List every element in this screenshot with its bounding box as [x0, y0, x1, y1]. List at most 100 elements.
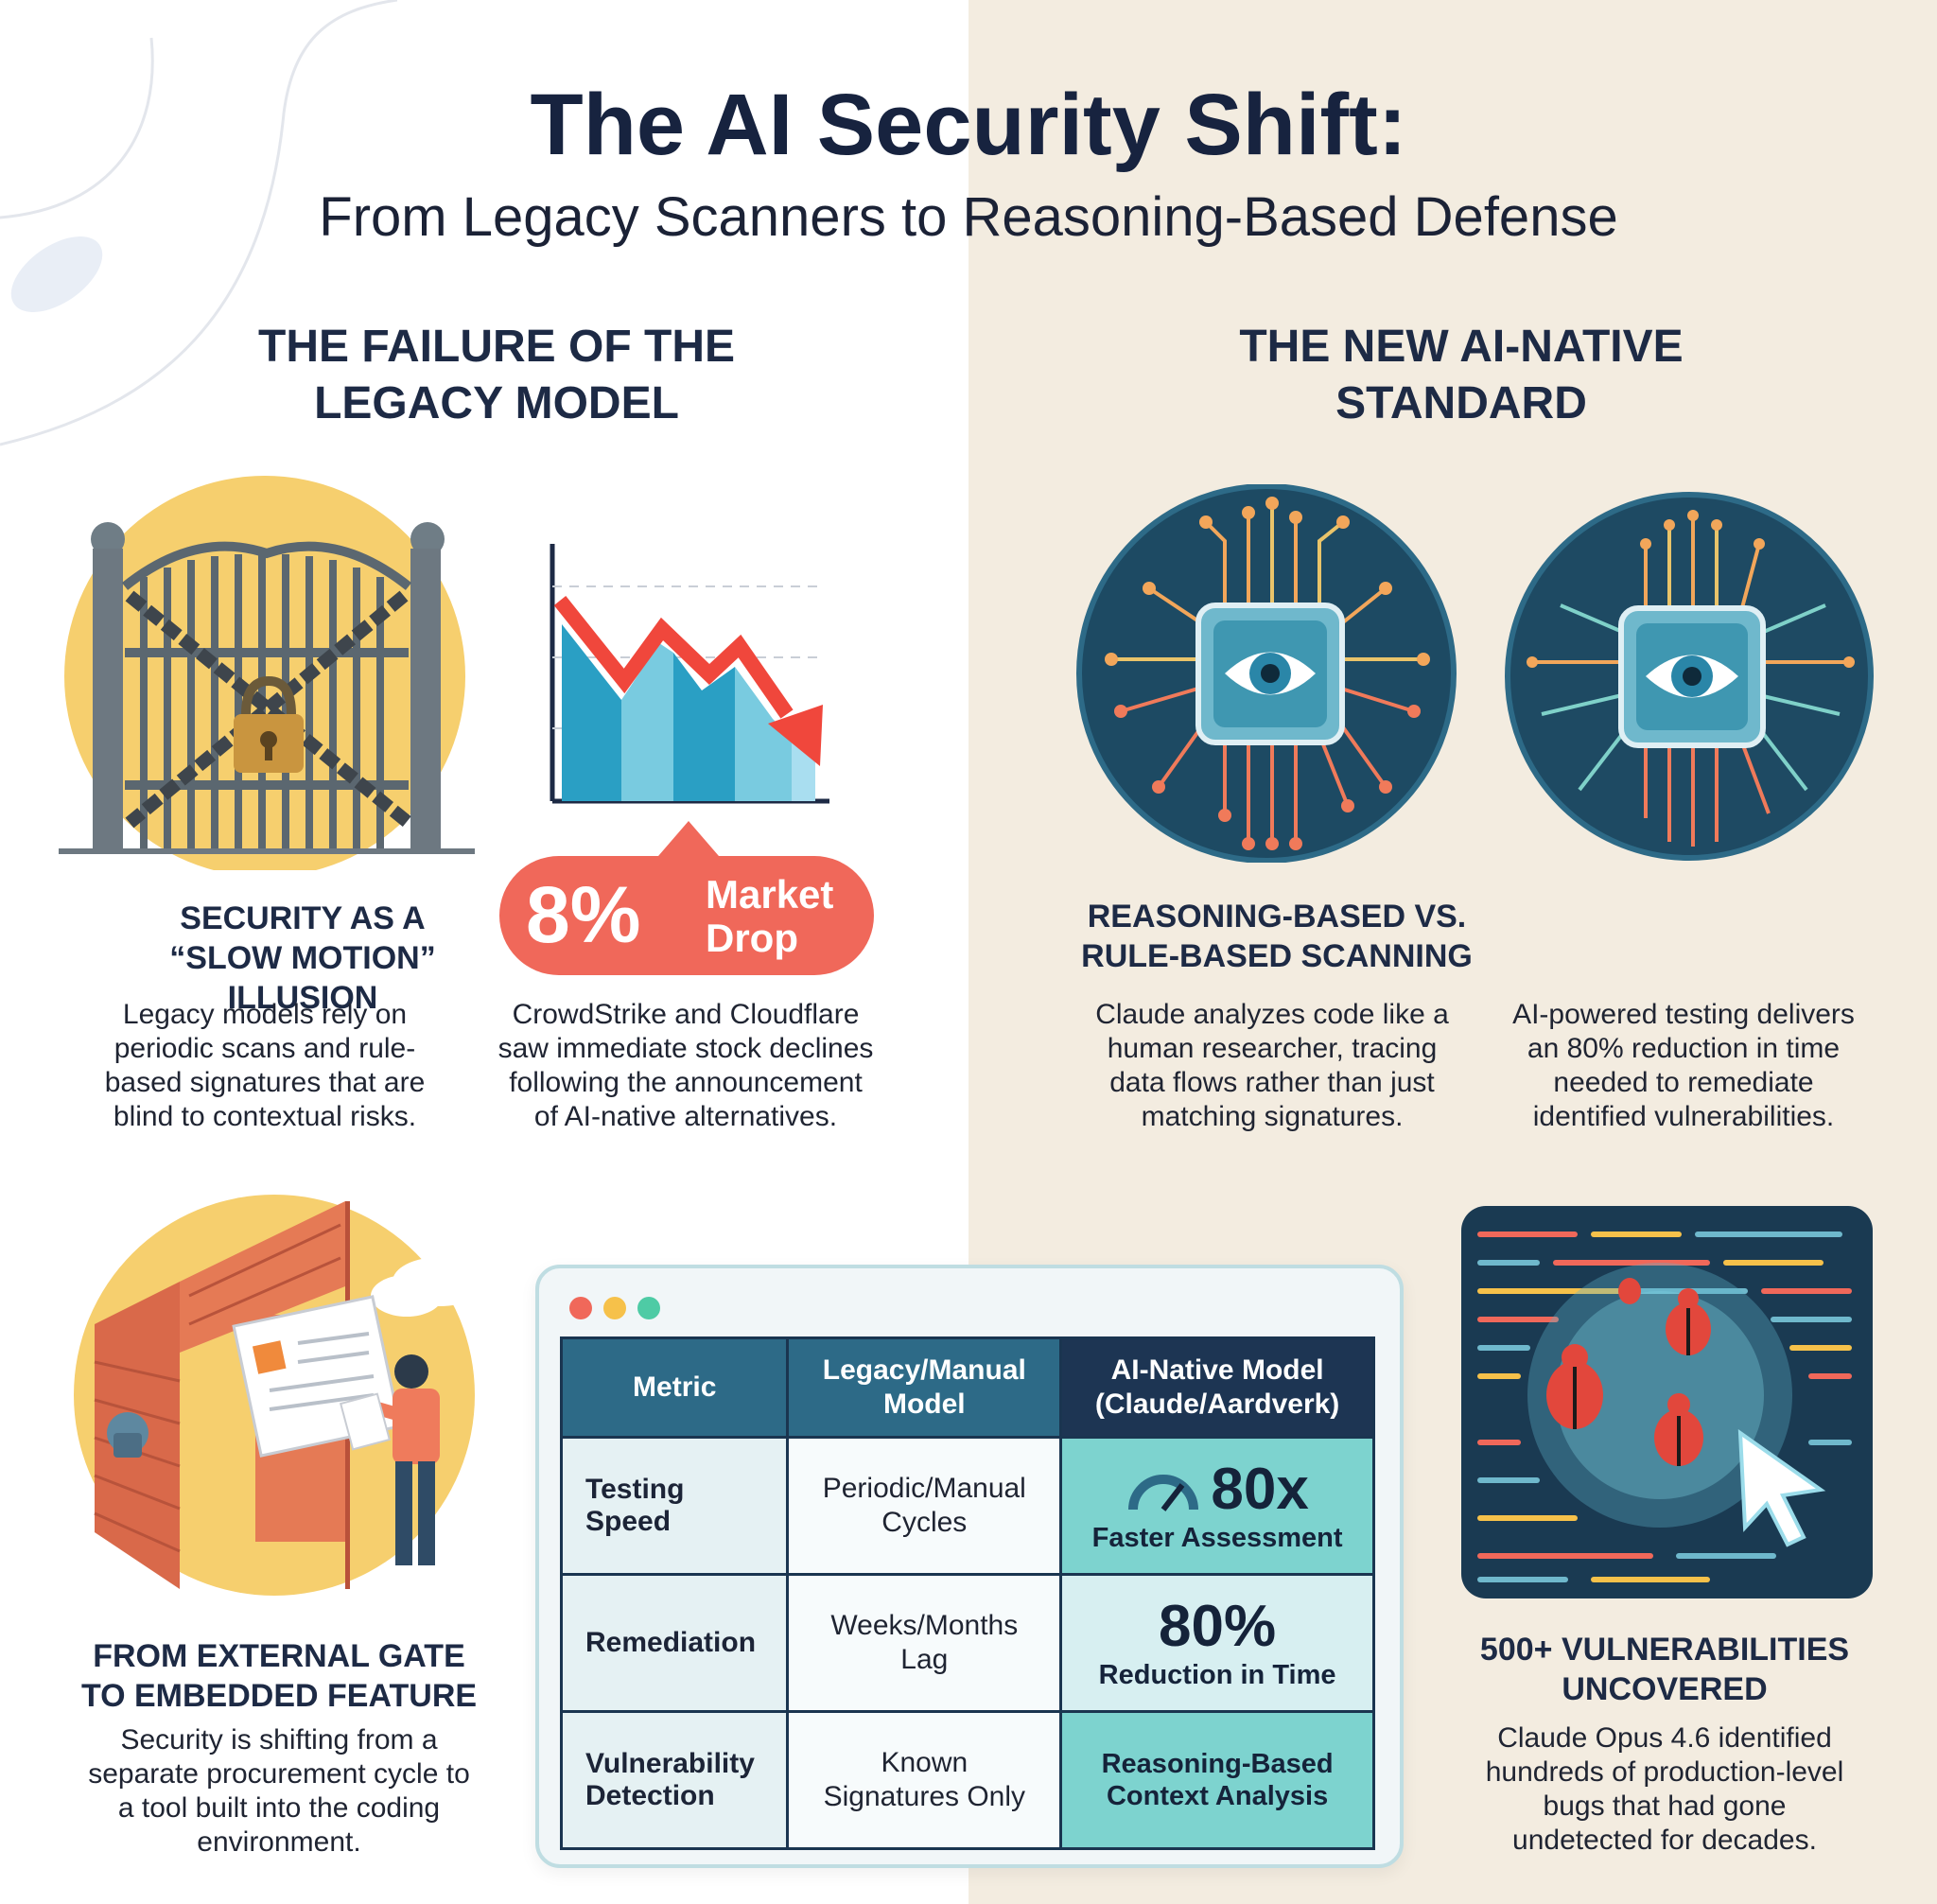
legacy-line2: Signatures Only	[823, 1781, 1026, 1812]
right-section-heading: THE NEW AI-NATIVE STANDARD	[1107, 319, 1816, 432]
external-gate-heading-line2: TO EMBEDDED FEATURE	[80, 1678, 478, 1714]
ai-cell: 80% Reduction in Time	[1059, 1573, 1375, 1713]
ai-small-label: Faster Assessment	[1091, 1523, 1343, 1553]
description-line: Claude analyzes code like a	[1095, 999, 1449, 1030]
brick-wall-document-icon	[74, 1195, 487, 1596]
header-metric: Metric	[559, 1336, 790, 1439]
legacy-line1: Weeks/Months	[830, 1610, 1019, 1641]
ai-line1: Reasoning-Based	[1101, 1749, 1334, 1779]
description-line: of AI-native alternatives.	[533, 1101, 838, 1132]
vulnerabilities-description: Claude Opus 4.6 identified hundreds of p…	[1457, 1721, 1873, 1858]
description-line: based signatures that are	[104, 1067, 426, 1098]
window-minimize-dot	[603, 1297, 626, 1319]
ai-cell: 80x Faster Assessment	[1059, 1436, 1375, 1576]
right-heading-line2: STANDARD	[1335, 378, 1587, 428]
legacy-cell: Known Signatures Only	[786, 1710, 1063, 1850]
slow-motion-heading: SECURITY AS A “SLOW MOTION” ILLUSION	[95, 899, 511, 1018]
vulnerabilities-heading: 500+ VULNERABILITIES UNCOVERED	[1447, 1630, 1882, 1709]
legacy-cell: Weeks/Months Lag	[786, 1573, 1063, 1713]
external-gate-heading-line1: FROM EXTERNAL GATE	[93, 1638, 465, 1674]
legacy-line1: Periodic/Manual	[822, 1473, 1026, 1504]
description-line: an 80% reduction in time	[1527, 1033, 1841, 1064]
description-line: periodic scans and rule-	[113, 1033, 416, 1064]
reasoning-description: Claude analyzes code like a human resear…	[1069, 998, 1475, 1134]
vulnerabilities-heading-line1: 500+ VULNERABILITIES	[1479, 1632, 1850, 1668]
left-section-heading: THE FAILURE OF THE LEGACY MODEL	[142, 319, 851, 432]
market-drop-pointer	[653, 821, 724, 863]
table-row: Testing Speed Periodic/Manual Cycles 80x…	[559, 1436, 1375, 1576]
description-line: identified vulnerabilities.	[1532, 1101, 1835, 1132]
ai-cell: Reasoning-Based Context Analysis	[1059, 1710, 1375, 1850]
header-legacy-line2: Model	[882, 1389, 966, 1420]
left-heading-line2: LEGACY MODEL	[314, 378, 679, 428]
slow-motion-description: Legacy models rely on periodic scans and…	[76, 998, 454, 1134]
metric-cell: Remediation	[559, 1573, 790, 1713]
reasoning-vs-rule-heading: REASONING-BASED VS. RULE-BASED SCANNING	[1059, 897, 1494, 976]
description-line: a tool built into the coding	[117, 1792, 441, 1824]
vulnerabilities-heading-line2: UNCOVERED	[1562, 1671, 1768, 1707]
remediation-description: AI-powered testing delivers an 80% reduc…	[1475, 998, 1892, 1134]
description-line: CrowdStrike and Cloudflare	[512, 999, 860, 1030]
description-line: separate procurement cycle to	[88, 1758, 470, 1790]
market-drop-percent: 8%	[526, 870, 641, 959]
code-bugs-cursor-icon	[1461, 1206, 1873, 1598]
left-heading-line1: THE FAILURE OF THE	[258, 322, 735, 372]
table-row: Vulnerability Detection Known Signatures…	[559, 1710, 1375, 1850]
table-row: Remediation Weeks/Months Lag 80% Reducti…	[559, 1573, 1375, 1713]
legacy-line1: Known	[881, 1747, 968, 1778]
metric-line1: Remediation	[585, 1627, 757, 1658]
decorative-swirl	[0, 0, 397, 446]
declining-chart-icon	[550, 544, 829, 804]
description-line: bugs that had gone	[1543, 1790, 1787, 1822]
page-subtitle: From Legacy Scanners to Reasoning-Based …	[319, 186, 1618, 248]
header-ai-line2: (Claude/Aardverk)	[1094, 1389, 1340, 1420]
ai-big-value: 80%	[1159, 1594, 1277, 1659]
slow-motion-heading-line1: SECURITY AS A	[180, 900, 426, 936]
description-line: human researcher, tracing	[1107, 1033, 1438, 1064]
metric-line2: Detection	[585, 1780, 715, 1811]
ai-big-value: 80x	[1211, 1457, 1309, 1522]
market-drop-label-line1: Market	[706, 872, 834, 917]
table-header-row: Metric Legacy/Manual Model AI-Native Mod…	[559, 1336, 1375, 1439]
legacy-line2: Lag	[900, 1644, 949, 1675]
legacy-line2: Cycles	[881, 1507, 968, 1538]
ai-eye-chip-icon	[1076, 484, 1457, 863]
description-line: needed to remediate	[1553, 1067, 1814, 1098]
window-close-dot	[569, 1297, 592, 1319]
external-gate-description: Security is shifting from a separate pro…	[66, 1723, 492, 1860]
market-drop-description: CrowdStrike and Cloudflare saw immediate…	[478, 998, 894, 1134]
header-legacy-line1: Legacy/Manual	[822, 1354, 1026, 1386]
description-line: Claude Opus 4.6 identified	[1497, 1722, 1832, 1754]
description-line: following the announcement	[509, 1067, 863, 1098]
description-line: hundreds of production-level	[1485, 1756, 1844, 1788]
metric-line1: Testing	[585, 1474, 685, 1505]
market-drop-label-line2: Drop	[706, 916, 798, 960]
speed-gauge-icon	[1128, 1475, 1199, 1511]
metric-cell: Vulnerability Detection	[559, 1710, 790, 1850]
description-line: environment.	[197, 1826, 361, 1858]
metric-line1: Vulnerability	[585, 1748, 755, 1779]
right-heading-line1: THE NEW AI-NATIVE	[1239, 322, 1684, 372]
reasoning-heading-line1: REASONING-BASED VS.	[1087, 899, 1467, 935]
legacy-cell: Periodic/Manual Cycles	[786, 1436, 1063, 1576]
comparison-table: Metric Legacy/Manual Model AI-Native Mod…	[559, 1336, 1375, 1850]
metric-cell: Testing Speed	[559, 1436, 790, 1576]
comparison-table-window: Metric Legacy/Manual Model AI-Native Mod…	[535, 1265, 1404, 1868]
description-line: undetected for decades.	[1512, 1825, 1817, 1856]
market-drop-label: Market Drop	[706, 873, 833, 960]
ai-small-label: Reduction in Time	[1098, 1660, 1336, 1690]
description-line: saw immediate stock declines	[497, 1033, 874, 1064]
reasoning-heading-line2: RULE-BASED SCANNING	[1081, 938, 1473, 974]
header-ai-line1: AI-Native Model	[1110, 1354, 1324, 1386]
market-drop-badge: 8% Market Drop	[499, 856, 874, 975]
description-line: blind to contextual risks.	[113, 1101, 417, 1132]
description-line: data flows rather than just	[1109, 1067, 1435, 1098]
slow-motion-heading-line2: “SLOW MOTION” ILLUSION	[169, 940, 436, 1016]
locked-gate-icon	[59, 476, 475, 870]
description-line: AI-powered testing delivers	[1512, 999, 1855, 1030]
header-ai-native: AI-Native Model (Claude/Aardverk)	[1059, 1336, 1375, 1439]
ai-eye-chip-icon	[1505, 492, 1874, 861]
metric-line2: Speed	[585, 1506, 672, 1537]
window-maximize-dot	[637, 1297, 660, 1319]
page-title: The AI Security Shift:	[530, 77, 1407, 173]
